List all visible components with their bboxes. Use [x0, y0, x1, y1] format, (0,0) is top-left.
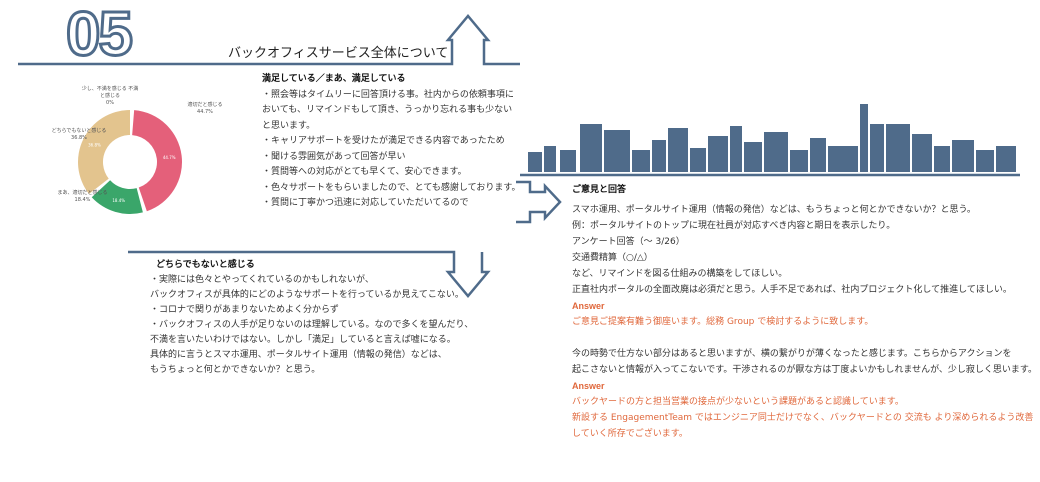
building: [790, 150, 808, 172]
donut-chart: 44.7% 18.4% 36.8%: [77, 110, 183, 215]
text-line: おいても、リマインドもして頂き、うっかり忘れる事も少ない: [262, 105, 513, 115]
text-line: 不満を言いたいわけではない。しかし「満足」していると言えば嘘になる。: [150, 335, 456, 345]
text-line: ・照会等はタイムリーに回答頂ける事。社内からの依頼事項に: [262, 89, 514, 100]
text-line: 正直社内ポータルの全面改廃は必須だと思う。人手不足であれば、社内プロジェクト化し…: [572, 285, 1012, 295]
text-line: 交通費精算（○/△）: [572, 253, 653, 263]
building: [764, 132, 788, 172]
lower-rule-down-arrow: [128, 250, 491, 298]
text-line: ・キャリアサポートを受けたが満足できる内容であったため: [262, 136, 505, 146]
text-line: アンケート回答（～ 3/26）: [572, 237, 685, 247]
building: [870, 124, 884, 172]
building: [996, 146, 1016, 172]
text-line: ・質問に丁寧かつ迅速に対応していただいてるので: [262, 198, 469, 208]
building: [976, 150, 994, 172]
text-line: バックヤードの方と担当営業の接点が少ないという課題があると認識しています。: [572, 397, 904, 407]
text-line: と思います。: [262, 120, 316, 131]
opinions-section: ご意見と回答 スマホ運用、ポータルサイト運用（情報の発信）などは、もうちょっと何…: [572, 182, 1037, 442]
building: [668, 128, 688, 172]
slice-label: 18.4%: [112, 198, 125, 203]
text-line: ・色々サポートをもらいましたので、とても感謝しております。: [262, 182, 521, 193]
text-line: 今の時勢で仕方ない部分はあると思いますが、横の繋がりが薄くなったと感じます。こち…: [572, 349, 1012, 359]
text-line: バックオフィスが具体的にどのようなサポートを行っているか見えてこない。: [150, 290, 464, 300]
section-number: 05: [65, 0, 135, 71]
building: [952, 140, 974, 172]
text-line: ・実際には色々とやってくれているのかもしれないが、: [150, 275, 374, 285]
text-line: ご意見ご提案有難う御座います。総務 Group で検討するように致します。: [572, 317, 874, 327]
text-line: 具体的に言うとスマホ運用、ポータルサイト運用（情報の発信）などは、: [150, 350, 447, 360]
right-arrow: [516, 180, 562, 224]
text-line: 例：ポータルサイトのトップに現在社員が対応すべき内容と期日を表示したり。: [572, 221, 896, 231]
text-line: ・質問等への対応がとても早くて、安心できます。: [262, 167, 467, 177]
donut-slice: [77, 110, 130, 195]
building: [886, 124, 910, 172]
text-line: 起こさないと情報が入ってこないです。干渉されるのが厭な方は丁度よいかもしれません…: [572, 365, 1038, 375]
building: [860, 104, 868, 172]
text-line: ・聞ける雰囲気があって回答が早い: [262, 151, 406, 162]
building: [544, 146, 556, 172]
text-line: 新設する EngagementTeam ではエンジニア同士だけでなく、バックヤー…: [572, 413, 1034, 423]
answer-label: Answer: [572, 381, 605, 391]
building: [528, 152, 542, 172]
page-title: バックオフィスサービス全体について: [228, 46, 449, 61]
slice-label: 36.8%: [88, 143, 101, 148]
building: [708, 136, 728, 172]
building: [560, 150, 576, 172]
text-line: ・コロナで関りがあまりないためよく分からず: [150, 305, 339, 315]
text-line: していく所存でございます。: [572, 429, 688, 439]
text-line: スマホ運用、ポータルサイト運用（情報の発信）などは、もうちょっと何とかできないか…: [572, 205, 976, 215]
neutral-heading: どちらでもないと感じる: [156, 260, 255, 270]
building: [730, 126, 742, 172]
building: [690, 148, 706, 172]
donut-slice: [91, 180, 143, 215]
text-line: もうちょっと何とかできないか？と思う。: [150, 365, 321, 375]
satisfied-heading: 満足している／まあ、満足している: [262, 74, 406, 84]
building: [744, 142, 762, 172]
donut-slice: [132, 110, 183, 212]
building: [652, 140, 666, 172]
building: [810, 138, 826, 172]
building: [580, 124, 602, 172]
building: [934, 146, 950, 172]
answer-label: Answer: [572, 301, 605, 311]
building: [604, 130, 630, 172]
opinions-heading: ご意見と回答: [572, 185, 627, 195]
city-skyline-icon: [528, 104, 1016, 172]
text-line: など、リマインドを図る仕組みの構築をしてほしい。: [572, 269, 788, 279]
building: [828, 146, 858, 172]
slice-label: 44.7%: [163, 155, 176, 160]
neutral-section: どちらでもないと感じる ・実際には色々とやってくれているのかもしれないが、バック…: [150, 258, 473, 378]
building: [912, 134, 932, 172]
text-line: ・バックオフィスの人手が足りないのは理解している。なので多くを望んだり、: [150, 320, 474, 330]
header-rule-up-arrow: [18, 14, 520, 66]
building: [632, 150, 650, 172]
satisfied-section: 満足している／まあ、満足している ・照会等はタイムリーに回答頂ける事。社内からの…: [262, 72, 520, 212]
